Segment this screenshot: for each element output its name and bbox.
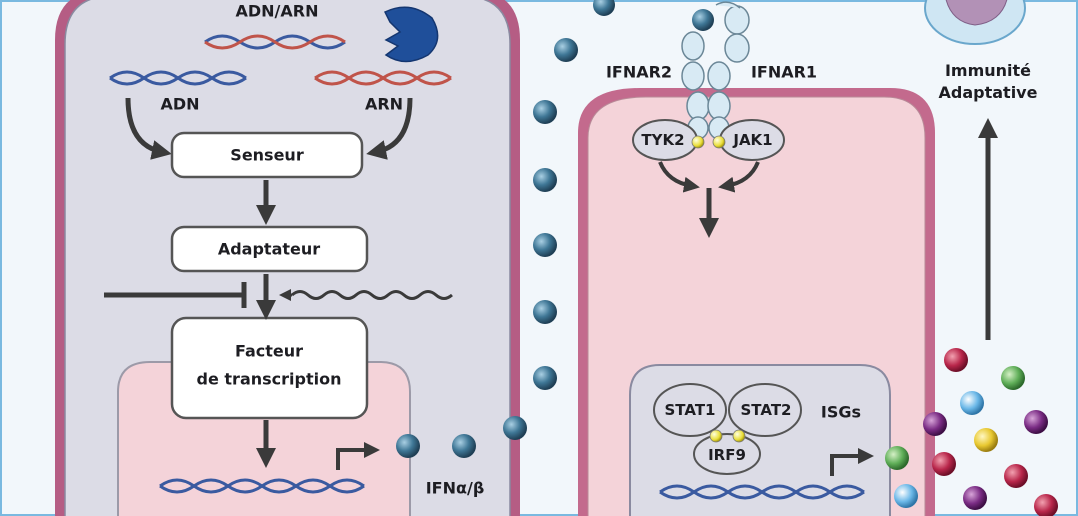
stat2-label: STAT2 bbox=[740, 401, 792, 419]
sensor-box bbox=[170, 131, 364, 179]
dna-rna-top-helix bbox=[204, 34, 346, 50]
nucleus-dna-left bbox=[159, 478, 365, 494]
stat1-shape bbox=[653, 383, 727, 437]
adapter-box bbox=[170, 225, 369, 273]
tf-box bbox=[170, 316, 369, 420]
ifn-label: IFNα/β bbox=[425, 478, 485, 498]
nuclease-icon bbox=[383, 6, 439, 63]
adaptive-line2: Adaptative bbox=[938, 83, 1038, 102]
rna-helix-right bbox=[314, 70, 452, 86]
jak1-label: JAK1 bbox=[733, 131, 773, 149]
tyk2-label: TYK2 bbox=[641, 131, 685, 149]
ifnar1-label: IFNAR1 bbox=[750, 62, 818, 82]
label-arn: ARN bbox=[364, 94, 404, 114]
inhibitor-symbol bbox=[104, 282, 247, 308]
ifnar2-label: IFNAR2 bbox=[605, 62, 673, 82]
nucleus-dna-right bbox=[659, 484, 865, 500]
ifnar-receptors bbox=[681, 1, 750, 140]
tf-label-line2: de transcription bbox=[196, 369, 342, 389]
wavy-activator bbox=[279, 289, 453, 301]
label-adn: ADN bbox=[160, 94, 200, 114]
transcription-arrow-right bbox=[830, 448, 874, 476]
label-adn-arn: ADN/ARN bbox=[235, 1, 319, 21]
tf-label-line1: Facteur bbox=[234, 341, 304, 361]
adaptive-immunity-label: Immunité Adaptative bbox=[918, 60, 1058, 104]
interferon-molecules bbox=[396, 0, 714, 458]
isgs-label: ISGs bbox=[820, 402, 862, 422]
adaptive-line1: Immunité bbox=[944, 61, 1032, 80]
sensor-label: Senseur bbox=[230, 145, 304, 165]
adapter-label: Adaptateur bbox=[217, 239, 321, 259]
stat1-label: STAT1 bbox=[664, 401, 716, 419]
isg-products bbox=[885, 348, 1058, 516]
dna-helix-left bbox=[109, 70, 247, 86]
stat2-shape bbox=[728, 383, 802, 437]
immune-cell bbox=[924, 0, 1026, 45]
transcription-arrow-left bbox=[336, 442, 380, 470]
irf9-shape bbox=[693, 433, 761, 475]
irf9-label: IRF9 bbox=[708, 446, 746, 464]
